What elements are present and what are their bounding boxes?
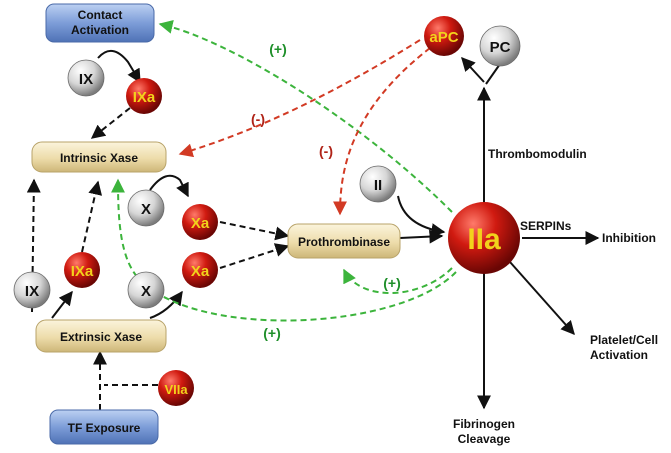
arrow-xa-to-prothrombinase-2 xyxy=(219,243,290,269)
prothrombinase-box: Prothrombinase xyxy=(287,223,401,259)
feedback-iia-to-contact xyxy=(158,19,453,213)
arrow-xa-to-prothrombinase-1 xyxy=(219,221,290,241)
plus-contact-label: (+) xyxy=(269,41,287,57)
plus-prothrombinase-label: (+) xyxy=(383,275,401,291)
intrinsic-xase-box: Intrinsic Xase xyxy=(31,141,167,173)
svg-text:PC: PC xyxy=(490,39,511,56)
intrinsic-xase-label: Intrinsic Xase xyxy=(60,151,138,165)
plus-extrinsic-label: (+) xyxy=(263,325,281,341)
minus-prothrombinase-label: (-) xyxy=(319,143,333,159)
factor-x-low: X xyxy=(127,271,165,309)
feedback-apc-to-prothrombinase xyxy=(333,47,431,216)
contact-activation-line2: Activation xyxy=(71,23,129,37)
factor-x-mid: X xyxy=(127,189,165,227)
tf-exposure-label: TF Exposure xyxy=(68,421,141,435)
negative-feedback-arrows xyxy=(178,39,431,216)
prothrombinase-label: Prothrombinase xyxy=(298,235,390,249)
platelet-label-line2: Activation xyxy=(590,348,648,362)
fibrinogen-label-line1: Fibrinogen xyxy=(453,417,515,431)
factor-apc: aPC xyxy=(424,16,464,56)
feedback-iia-to-intrinsic xyxy=(111,178,457,322)
arrow-ii-to-iia xyxy=(397,195,446,238)
fibrinogen-label-line2: Cleavage xyxy=(458,432,511,446)
arrow-extrinsic-to-xa xyxy=(149,290,183,319)
svg-text:IXa: IXa xyxy=(133,89,156,106)
svg-text:X: X xyxy=(141,283,151,300)
svg-text:Xa: Xa xyxy=(191,215,210,232)
positive-feedback-arrows xyxy=(111,19,457,322)
thrombomodulin-label: Thrombomodulin xyxy=(488,147,587,161)
inhibition-label: Inhibition xyxy=(602,231,656,245)
svg-text:aPC: aPC xyxy=(429,29,458,46)
factor-ixa-top: IXa xyxy=(126,78,162,114)
minus-intrinsic-label: (-) xyxy=(251,111,265,127)
factor-viia: VIIa xyxy=(158,370,194,406)
platelet-label-line1: Platelet/Cell xyxy=(590,333,658,347)
arrow-fork-from-pc xyxy=(485,63,501,85)
factor-ix-low: IX xyxy=(13,271,51,309)
svg-text:X: X xyxy=(141,201,151,218)
factor-pc: PC xyxy=(479,25,521,67)
contact-activation-box: Contact Activation xyxy=(45,3,155,43)
feedback-apc-to-intrinsic xyxy=(178,39,421,158)
arrow-extrinsic-to-ixa xyxy=(51,290,73,319)
factor-iia: IIa xyxy=(448,202,520,274)
svg-text:IIa: IIa xyxy=(467,223,501,256)
tf-exposure-box: TF Exposure xyxy=(49,409,159,445)
factor-xa-mid: Xa xyxy=(182,204,218,240)
svg-text:II: II xyxy=(374,177,382,194)
factor-ixa-low: IXa xyxy=(64,252,100,288)
factor-xa-low: Xa xyxy=(182,252,218,288)
arrow-iia-to-platelet xyxy=(509,261,575,336)
extrinsic-xase-label: Extrinsic Xase xyxy=(60,330,142,344)
svg-text:IXa: IXa xyxy=(71,263,94,280)
svg-text:Xa: Xa xyxy=(191,263,210,280)
extrinsic-xase-box: Extrinsic Xase xyxy=(35,319,167,353)
contact-activation-line1: Contact xyxy=(78,8,123,22)
arrow-prothrombinase-to-iia xyxy=(399,229,444,244)
svg-text:IX: IX xyxy=(25,283,39,300)
arrow-fork-to-apc xyxy=(461,56,485,83)
serpins-label: SERPINs xyxy=(520,219,572,233)
svg-text:VIIa: VIIa xyxy=(164,382,188,397)
svg-text:IX: IX xyxy=(79,71,93,88)
solid-arrows xyxy=(37,50,600,410)
arrow-ixa-to-intrinsic xyxy=(90,107,131,139)
factor-ix-top: IX xyxy=(67,59,105,97)
arrow-ixa-low-up-intrinsic xyxy=(81,180,103,253)
arrow-x-to-xa-mid xyxy=(149,174,189,198)
feedback-iia-to-prothrombinase xyxy=(343,267,453,294)
factor-ii: II xyxy=(359,165,397,203)
arrow-ix-to-ixa-top xyxy=(97,50,141,84)
